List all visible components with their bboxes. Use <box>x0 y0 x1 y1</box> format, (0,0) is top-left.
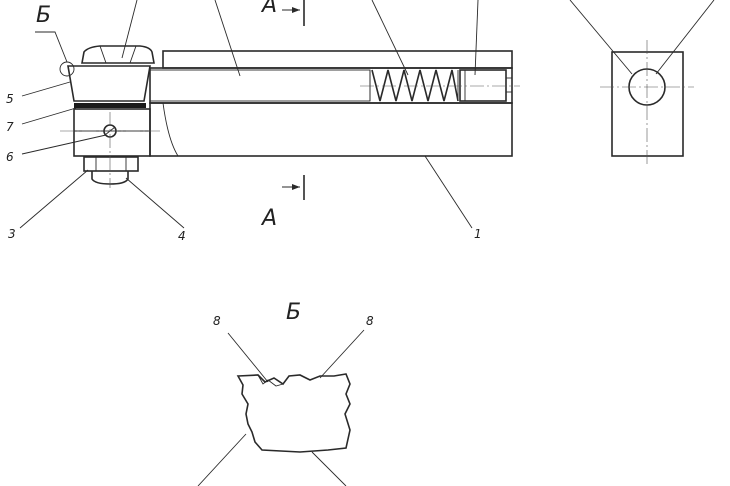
callout-5: 5 <box>6 92 14 106</box>
holder-block <box>73 108 151 157</box>
detail-b-marker <box>59 61 75 77</box>
section-a-marker-bottom <box>282 175 305 200</box>
section-letter-a-top: А <box>260 0 277 18</box>
section-a-marker-top <box>282 0 305 26</box>
callout-6: 6 <box>6 150 14 164</box>
knurled-cone <box>67 65 151 102</box>
nut <box>83 156 139 172</box>
callout-4: 4 <box>178 229 186 243</box>
head-cap <box>81 45 155 64</box>
callout-1: 1 <box>474 227 482 241</box>
spring <box>371 69 459 102</box>
body-left-curve <box>162 102 179 157</box>
callout-8-left: 8 <box>213 314 221 328</box>
body-upper-strip <box>162 50 513 69</box>
detail-profile <box>236 373 351 453</box>
black-band <box>74 103 146 108</box>
rod <box>149 69 371 102</box>
section-block <box>611 51 684 157</box>
leaders-main <box>19 0 479 229</box>
detail-letter-b-title: Б <box>286 300 301 325</box>
section-a-a <box>569 0 715 165</box>
callout-8-right: 8 <box>366 314 374 328</box>
detail-letter-b-main: Б <box>36 3 51 28</box>
section-letter-a-bottom: А <box>260 206 277 231</box>
main-assembly <box>35 31 520 188</box>
detail-b <box>197 329 365 486</box>
callout-7: 7 <box>6 120 14 134</box>
callout-3: 3 <box>8 227 16 241</box>
plug <box>459 69 507 102</box>
body-lower-block <box>149 102 513 157</box>
